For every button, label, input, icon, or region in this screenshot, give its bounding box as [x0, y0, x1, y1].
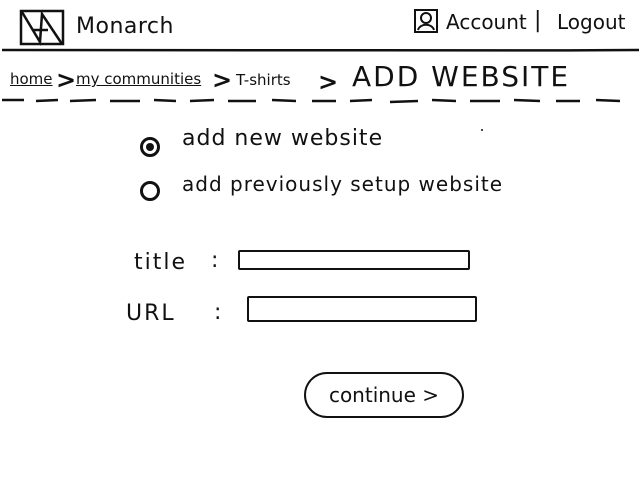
header-separator: |: [534, 8, 542, 33]
brand-name: Monarch: [76, 14, 174, 39]
logout-link[interactable]: Logout: [557, 10, 626, 34]
breadcrumb-home[interactable]: home: [10, 70, 53, 88]
account-icon[interactable]: [413, 8, 439, 34]
url-input[interactable]: [247, 296, 477, 322]
title-label: title: [134, 250, 188, 275]
breadcrumb-t-shirts[interactable]: T-shirts: [236, 71, 291, 89]
breadcrumb-my-communities[interactable]: my communities: [76, 70, 202, 88]
breadcrumb-chevron-icon: >: [318, 68, 339, 96]
title-colon: :: [211, 248, 219, 273]
stray-mark: [481, 129, 483, 131]
monarch-logo-icon[interactable]: [18, 8, 66, 46]
breadcrumb-chevron-icon: >: [56, 66, 77, 94]
breadcrumb-chevron-icon: >: [212, 66, 233, 94]
radio-add-previous-website[interactable]: [140, 181, 160, 201]
url-colon: :: [214, 300, 222, 325]
header-divider: [1, 48, 640, 104]
url-label: URL: [126, 301, 176, 326]
page-title: ADD WEBSITE: [352, 60, 571, 93]
continue-button[interactable]: continue >: [304, 372, 464, 418]
account-link[interactable]: Account: [446, 10, 527, 34]
radio-add-new-website[interactable]: [140, 137, 160, 157]
title-input[interactable]: [238, 250, 470, 270]
option-label-add-new-website[interactable]: add new website: [182, 126, 384, 151]
option-label-add-previous-website[interactable]: add previously setup website: [182, 172, 504, 196]
